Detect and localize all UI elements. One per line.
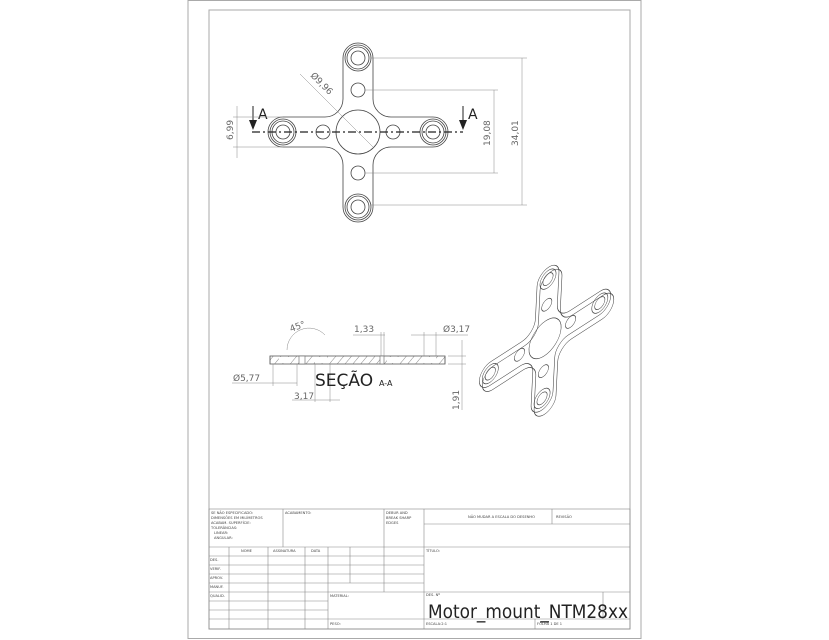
drawing-no-label: DES. Nº [426, 593, 440, 597]
arrow-head-icon [459, 120, 467, 130]
page-border [187, 0, 642, 639]
dim-center-hole: Ø9,96 [308, 70, 335, 97]
debur-note: BREAK SHARP [386, 516, 412, 520]
dim-thickness: 1,91 [452, 390, 462, 410]
col-header-name: NOME [241, 549, 253, 553]
dim-offset: 3,17 [294, 392, 314, 402]
revision-label: REVISÃO [556, 514, 572, 519]
section-title: SEÇÃO [315, 369, 373, 391]
top-view: A A 6,99 Ø9,96 19,08 34,01 [226, 42, 527, 223]
scale-note: NÃO MUDAR A ESCALA DO DESENHO [468, 514, 535, 519]
col-header-date: DATA [311, 549, 321, 553]
title-label: TÍTULO: [425, 548, 440, 553]
note-line: DIMENSÕES EM MILÍMETROS [211, 515, 263, 520]
dim-outer-holes: 34,01 [511, 120, 521, 146]
note-line: ANGULAR: [214, 536, 233, 540]
note-line: TOLERÂNCIAS: [210, 525, 237, 530]
section-marker-left: A [258, 107, 268, 123]
dim-arm-width: 6,99 [226, 120, 236, 140]
section-view: 45° 1,33 Ø3,17 Ø5,77 3,17 1,91 SEÇÃO A-A [232, 320, 470, 410]
scale-label: ESCALA:2:1 [426, 622, 447, 626]
row-label: MANUF. [210, 585, 224, 589]
dim-hole: Ø3,17 [443, 324, 470, 335]
material-label: MATERIAL: [330, 594, 349, 598]
dim-inner-holes: 19,08 [483, 120, 493, 146]
end-boss [345, 194, 371, 220]
note-line: SE NÃO ESPECIFICADO: [211, 510, 253, 515]
debur-note: DEBUR AND [386, 511, 408, 515]
row-label: VERIF. [210, 567, 221, 571]
drawing-number: Motor_mount_NTM28xx [428, 601, 628, 623]
weight-label: PESO: [330, 622, 341, 626]
finish-label: ACABAMENTO: [285, 511, 312, 515]
note-line: LINEAR: [214, 531, 228, 535]
col-header-signature: ASSINATURA [273, 549, 296, 553]
section-profile [269, 355, 446, 365]
dim-step: 1,33 [354, 325, 374, 335]
dim-angle: 45° [289, 320, 307, 335]
row-label: DES. [210, 558, 218, 562]
section-marker-right: A [468, 107, 478, 123]
dim-counterbore: Ø5,77 [233, 373, 260, 384]
drawing-frame [208, 9, 631, 630]
row-label: APROV. [210, 576, 223, 580]
note-line: ACABAM. SUPERFÍCIE: [211, 520, 251, 525]
sheet-label: FOLHA 1 DE 1 [537, 622, 562, 626]
row-label: QUALID. [210, 594, 225, 598]
isometric-view [475, 224, 618, 458]
title-block: SE NÃO ESPECIFICADO: DIMENSÕES EM MILÍME… [208, 508, 631, 630]
arrow-head-icon [249, 120, 257, 130]
section-title-suffix: A-A [379, 379, 393, 388]
debur-note: EDGES [386, 521, 399, 525]
end-boss [345, 45, 371, 71]
